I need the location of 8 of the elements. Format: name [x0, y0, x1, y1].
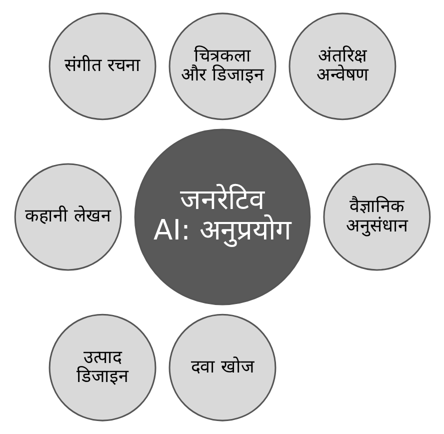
- node-circle: वैज्ञानिक अनुसंधान: [322, 163, 430, 271]
- node-circle: संगीत रचना: [48, 12, 156, 120]
- node-circle: दवा खोज: [168, 314, 276, 422]
- node-circle: कहानी लेखन: [14, 163, 122, 271]
- node-circle: उत्पाद डिजाइन: [48, 314, 156, 422]
- node-circle: चित्रकला और डिजाइन: [168, 12, 276, 120]
- node-circle: जनरेटिव AI: अनुप्रयोग: [134, 128, 310, 306]
- node-circle: अंतरिक्ष अन्वेषण: [288, 12, 396, 120]
